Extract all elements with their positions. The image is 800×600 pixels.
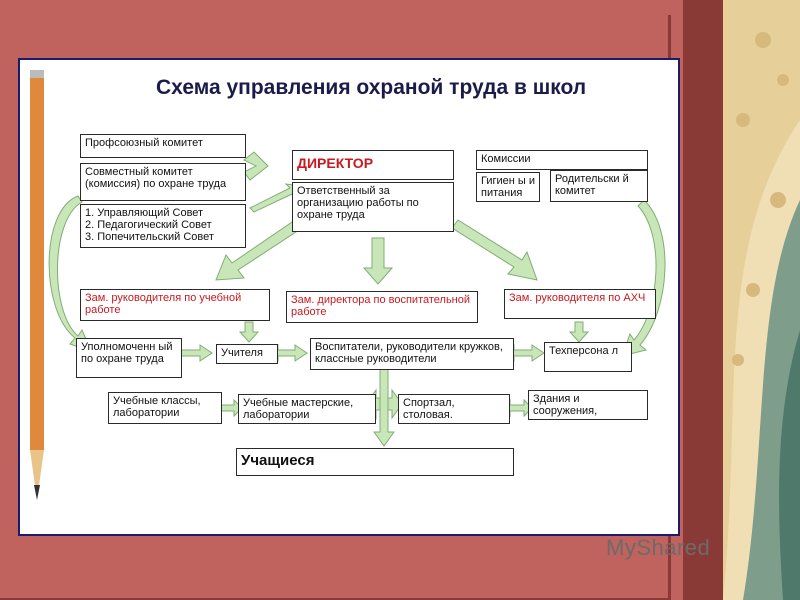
workshops-box: Учебные мастерские, лаборатории [238, 394, 376, 424]
responsible-label: Ответственный за организацию работы по о… [297, 185, 419, 221]
prof-committee-label: Профсоюзный комитет [85, 137, 203, 149]
council-item: 1. Управляющий Совет [85, 207, 204, 219]
floral-pattern [683, 0, 800, 600]
hygiene-label: Гигиен ы и питания [481, 175, 535, 199]
director-box: ДИРЕКТОР [292, 150, 454, 180]
deputy-educ-box: Зам. директора по воспитательной работе [286, 291, 478, 323]
workshops-label: Учебные мастерские, лаборатории [243, 397, 354, 421]
responsible-box: Ответственный за организацию работы по о… [292, 182, 454, 232]
teachers-label: Учителя [221, 347, 263, 359]
commissions-label: Комиссии [481, 153, 531, 165]
deputy-educ-label: Зам. директора по воспитательной работе [291, 294, 471, 318]
director-label: ДИРЕКТОР [297, 155, 374, 171]
sport-box: Спортзал, столовая. спортплощадки [398, 394, 510, 424]
pencil-decoration [30, 70, 44, 500]
educators-label: Воспитатели, руководители кружков, класс… [315, 341, 503, 365]
councils-box: 1. Управляющий Совет 2. Педагогический С… [80, 204, 246, 248]
students-box: Учащиеся [236, 448, 514, 476]
commissions-box: Комиссии [476, 150, 648, 170]
page-title: Схема управления охраной труда в школ [156, 76, 587, 99]
authorized-box: Уполномоченн ый по охране труда [76, 338, 182, 378]
deputy-ahch-box: Зам. руководителя по АХЧ [504, 289, 656, 319]
parent-committee-box: Родительски й комитет [550, 170, 648, 202]
joint-committee-label: Совместный комитет (комиссия) по охране … [85, 166, 227, 190]
sport-label: Спортзал, столовая. спортплощадки [403, 397, 483, 423]
buildings-box: Здания и сооружения, территории [528, 390, 648, 420]
buildings-label: Здания и сооружения, территории [533, 393, 598, 419]
parent-committee-label: Родительски й комитет [555, 173, 629, 197]
decorative-panel [683, 0, 800, 600]
diagram-slide: Схема управления охраной труда в школ [18, 58, 680, 536]
educators-box: Воспитатели, руководители кружков, класс… [310, 338, 514, 370]
authorized-label: Уполномоченн ый по охране труда [81, 341, 173, 365]
deputy-study-box: Зам. руководителя по учебной работе [80, 289, 270, 321]
joint-committee-box: Совместный комитет (комиссия) по охране … [80, 163, 246, 201]
tech-staff-label: Техперсона л [549, 345, 619, 357]
teachers-box: Учителя [216, 344, 278, 364]
council-item: 3. Попечительский Совет [85, 231, 214, 243]
prof-committee-box: Профсоюзный комитет [80, 134, 246, 158]
classrooms-label: Учебные классы, лаборатории [113, 395, 201, 419]
hygiene-box: Гигиен ы и питания [476, 172, 540, 202]
deputy-ahch-label: Зам. руководителя по АХЧ [509, 292, 646, 304]
classrooms-box: Учебные классы, лаборатории [108, 392, 222, 424]
students-label: Учащиеся [241, 452, 315, 469]
council-item: 2. Педагогический Совет [85, 219, 212, 231]
tech-staff-box: Техперсона л [544, 342, 632, 372]
myshared-logo: MyShared [606, 535, 711, 560]
deputy-study-label: Зам. руководителя по учебной работе [85, 292, 242, 316]
